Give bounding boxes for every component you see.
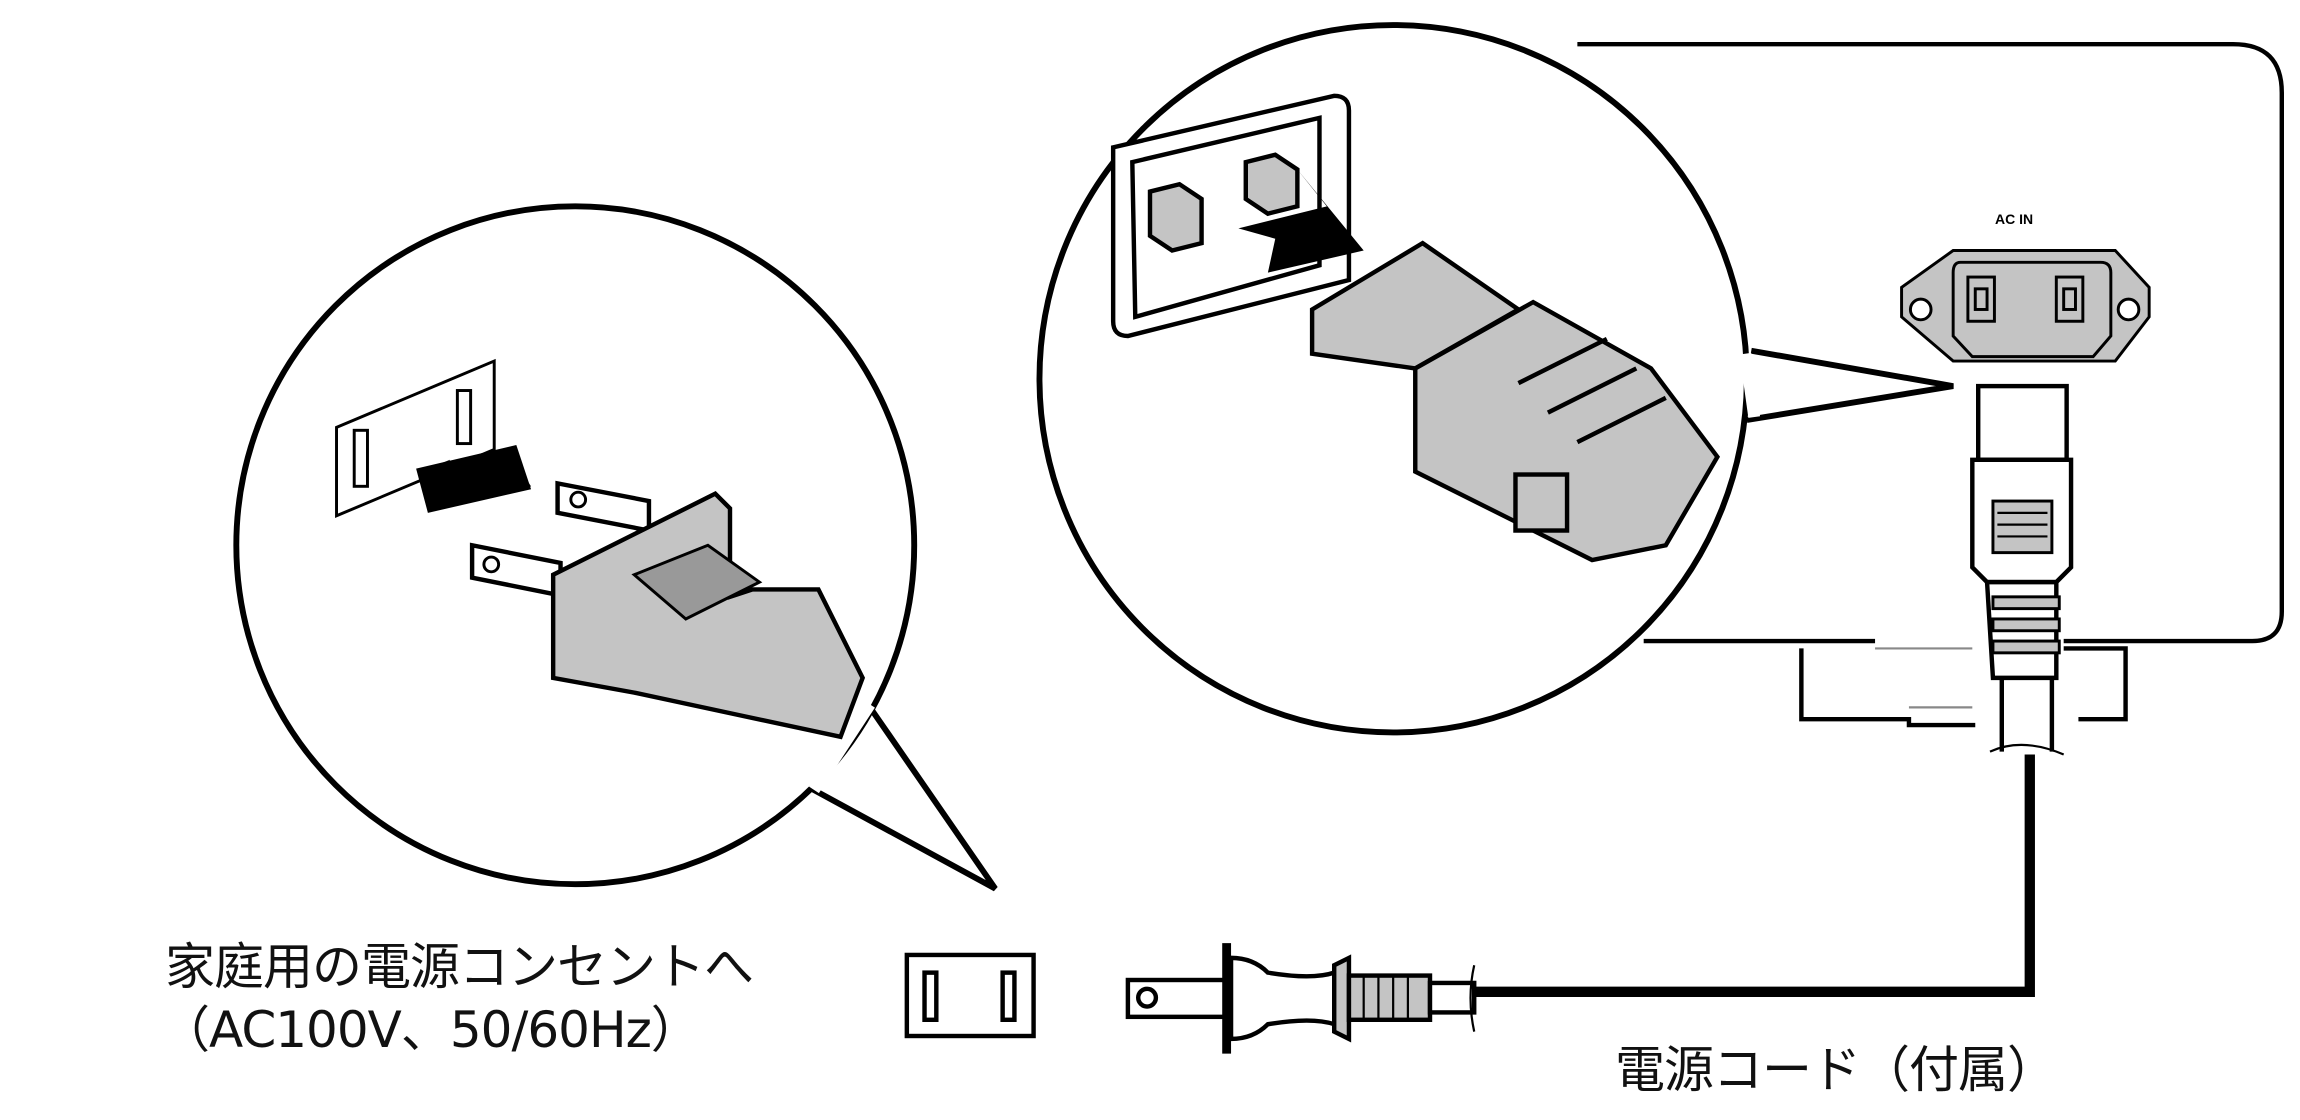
- iec-connector: [1970, 383, 2074, 756]
- ac-inlet: [1900, 249, 2151, 363]
- outlet-instruction-line2: （AC100V、50/60Hz）: [160, 1001, 701, 1059]
- ac-plug: [1125, 943, 1477, 1054]
- ac-in-label: AC IN: [1995, 211, 2034, 227]
- device-foot: [1799, 646, 2128, 728]
- outlet-icon: [904, 952, 1036, 1039]
- magnifier-plug-detail: [233, 203, 998, 892]
- device-outline: [1577, 42, 2284, 644]
- outlet-instruction-line1: 家庭用の電源コンセントへ: [165, 938, 754, 996]
- power-cord-label: 電源コード（付属）: [1615, 1041, 2057, 1099]
- magnifier-inlet-detail: [1036, 22, 1954, 736]
- power-cord: [1474, 754, 2035, 997]
